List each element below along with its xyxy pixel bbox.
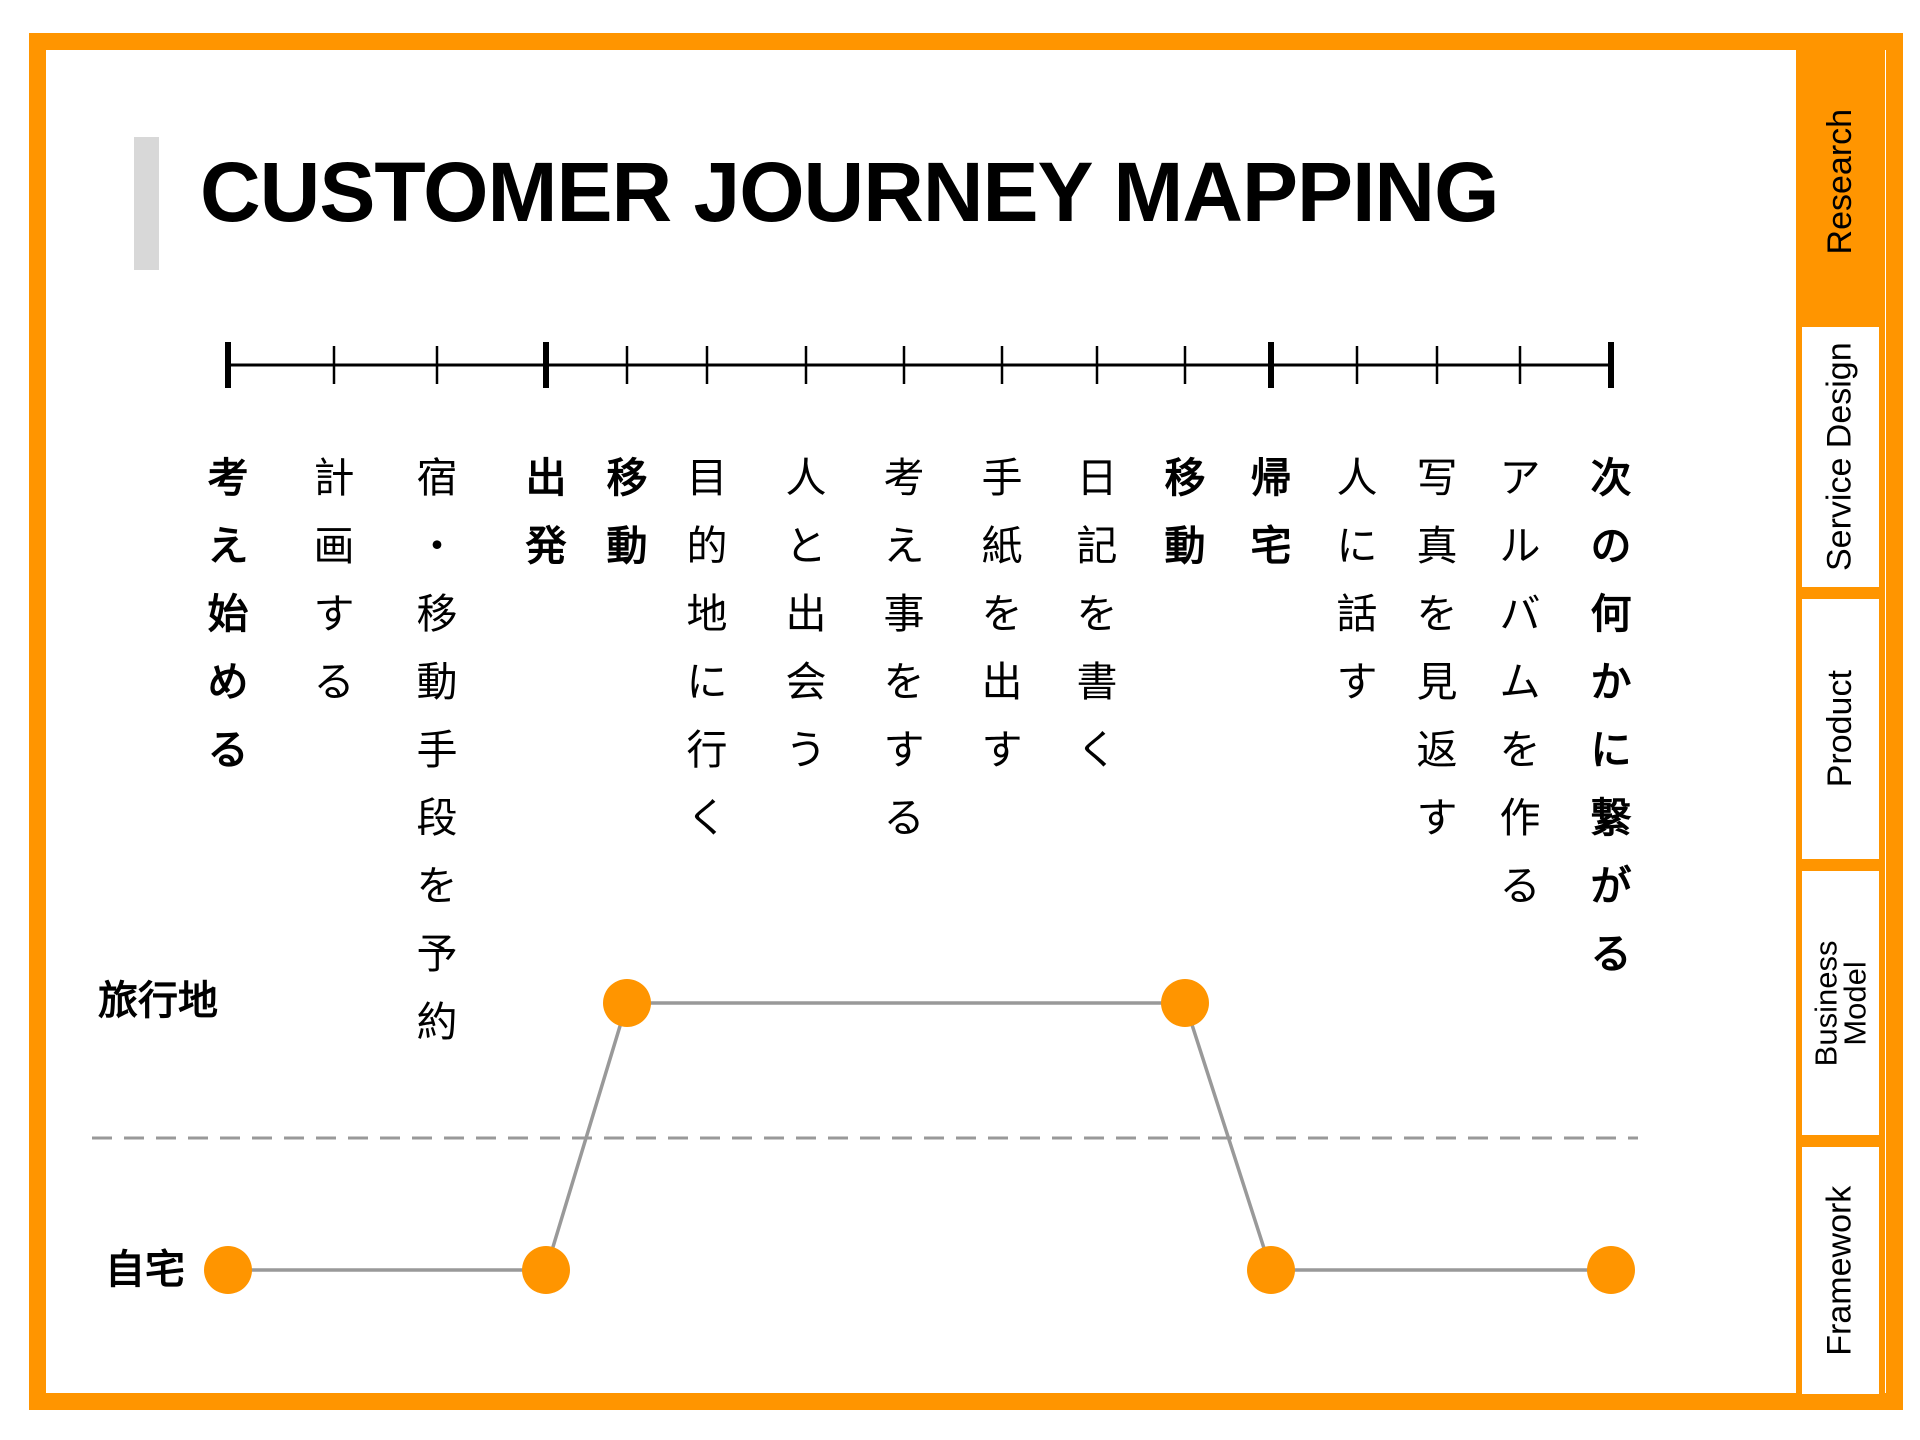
step-label: 計画する xyxy=(314,454,355,706)
step-label: 宿・移動手段を予約 xyxy=(417,454,458,1046)
tab-product-label: Product xyxy=(1820,670,1859,788)
tab-research-label: Research xyxy=(1820,108,1859,255)
step-label: 出発 xyxy=(526,454,568,570)
tab-framework-label: Framework xyxy=(1820,1185,1859,1356)
journey-point xyxy=(1587,1246,1635,1294)
location-label: 旅行地 xyxy=(98,978,218,1024)
step-label: 考え事をする xyxy=(884,454,925,842)
journey-point xyxy=(522,1246,570,1294)
tab-research[interactable]: Research xyxy=(1796,42,1885,321)
page-title: CUSTOMER JOURNEY MAPPING xyxy=(200,145,1499,239)
tab-framework[interactable]: Framework xyxy=(1796,1141,1885,1400)
step-label: 帰宅 xyxy=(1251,454,1292,570)
step-labels: 考え始める計画する宿・移動手段を予約出発移動目的地に行く人と出会う考え事をする手… xyxy=(208,454,1633,1046)
journey-point xyxy=(1247,1246,1295,1294)
step-label: アルバムを作る xyxy=(1500,454,1541,910)
step-label: 人と出会う xyxy=(786,454,827,774)
step-label: 考え始める xyxy=(208,454,249,774)
step-label: 次の何かに繋がる xyxy=(1591,454,1633,978)
journey-point xyxy=(603,979,651,1027)
step-label: 目的地に行く xyxy=(687,454,728,842)
journey-map: 考え始める計画する宿・移動手段を予約出発移動目的地に行く人と出会う考え事をする手… xyxy=(92,342,1638,1294)
step-label: 手紙を出す xyxy=(982,454,1023,774)
journey-line xyxy=(228,1001,1611,1272)
tab-service-design[interactable]: Service Design xyxy=(1796,321,1885,593)
timeline xyxy=(225,342,1614,388)
journey-point xyxy=(204,1246,252,1294)
journey-path xyxy=(228,1001,1611,1272)
side-tabs: Research Service Design Product Business… xyxy=(1796,42,1885,1400)
journey-points xyxy=(204,979,1635,1294)
tab-product[interactable]: Product xyxy=(1796,593,1885,865)
step-label: 移動 xyxy=(607,454,648,570)
title-accent-bar xyxy=(134,137,159,270)
tab-service-design-label: Service Design xyxy=(1820,342,1859,572)
step-label: 移動 xyxy=(1165,454,1206,570)
location-label: 自宅 xyxy=(105,1247,185,1293)
slide-frame xyxy=(29,33,1903,1410)
step-label: 人に話す xyxy=(1337,454,1378,706)
step-label: 写真を見返す xyxy=(1417,454,1458,842)
step-label: 日記を書く xyxy=(1077,454,1118,774)
journey-point xyxy=(1161,979,1209,1027)
